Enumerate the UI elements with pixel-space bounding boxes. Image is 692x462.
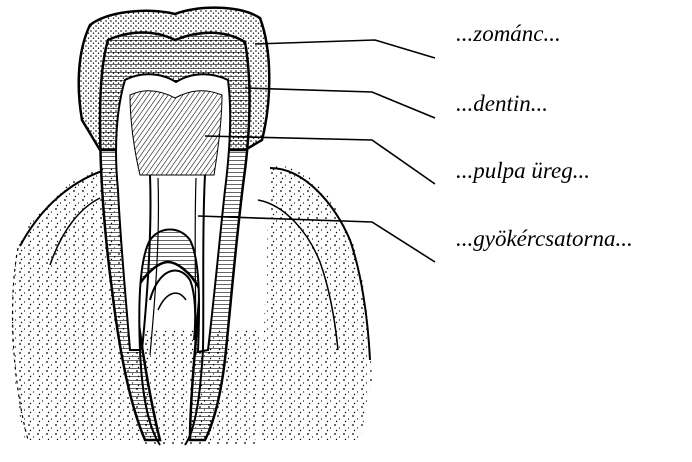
label-pulpa-ureg: ...pulpa üreg... xyxy=(456,159,590,182)
label-zomanc: ...zománc... xyxy=(456,22,561,45)
leader-line-dentin xyxy=(245,88,435,118)
leader-line-zomanc xyxy=(255,40,435,58)
label-gyokercsatorna: ...gyökércsatorna... xyxy=(456,227,633,250)
label-dentin: ...dentin... xyxy=(456,92,548,115)
